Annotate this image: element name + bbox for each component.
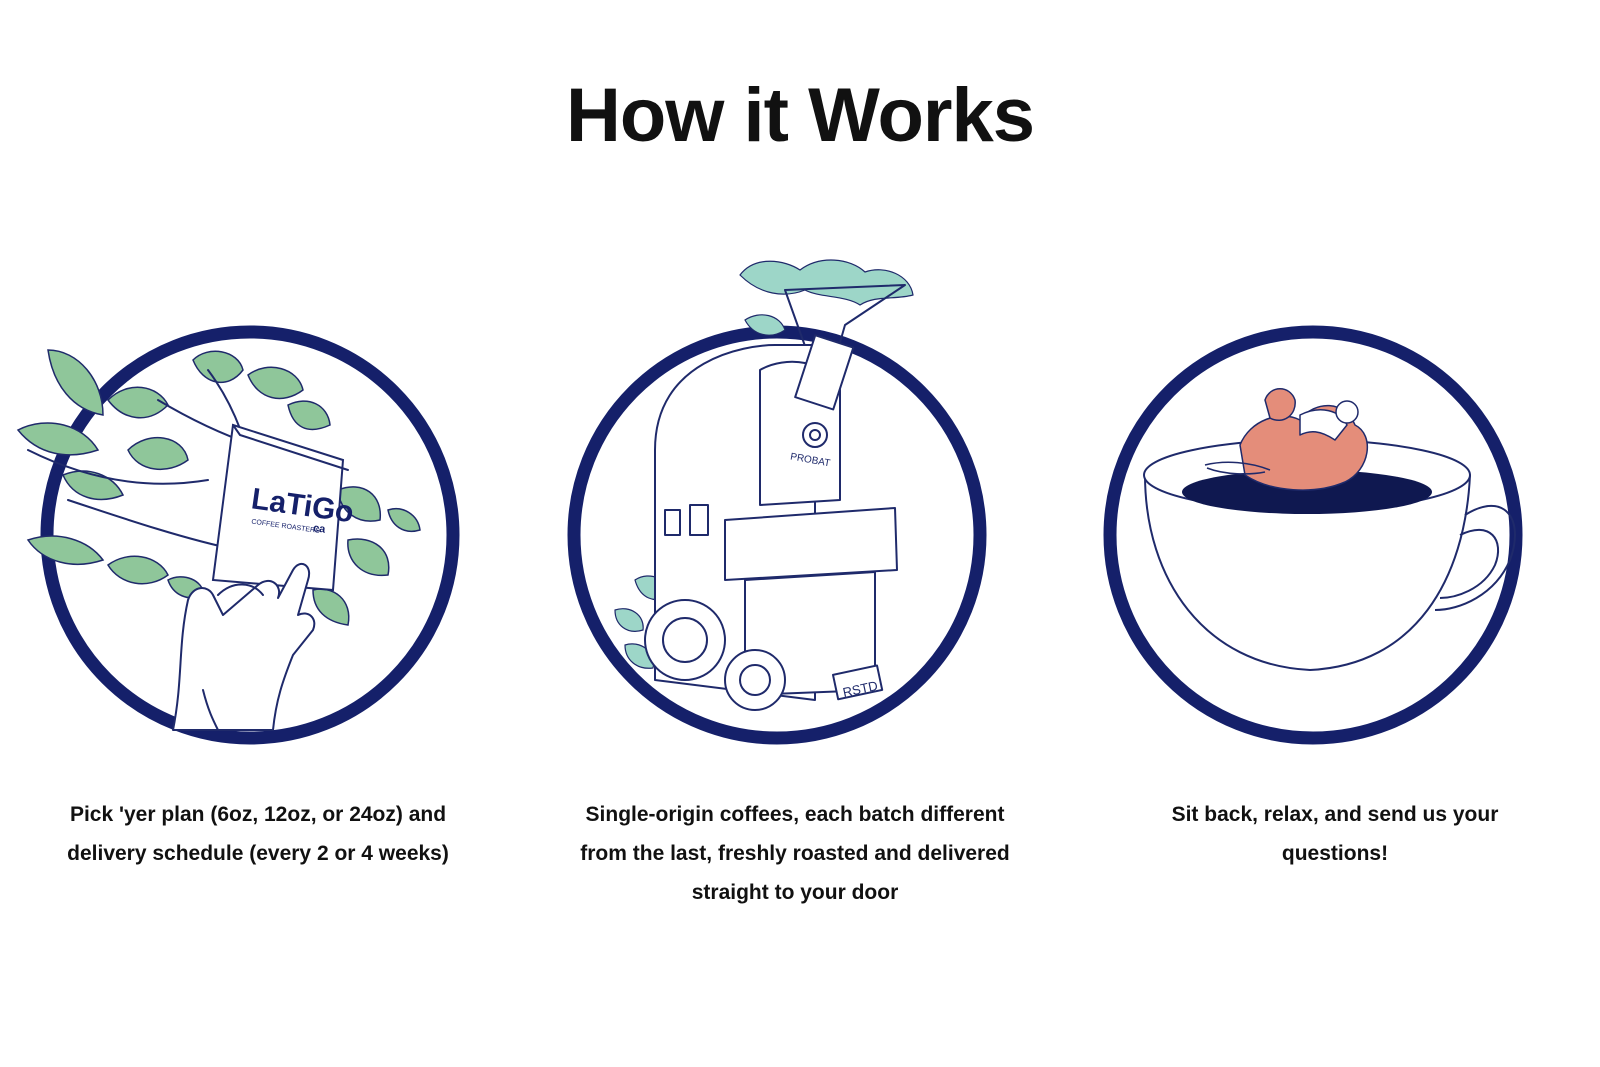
- page-title: How it Works: [566, 73, 1035, 158]
- coffee-roaster-illustration: PROBAT RSTD: [567, 259, 987, 745]
- leaf-icon: [16, 349, 421, 626]
- step-description: Sit back, relax, and send us your questi…: [1171, 803, 1499, 865]
- coffee-surface: [1182, 470, 1432, 514]
- bag-brand-suffix: ca: [312, 522, 327, 536]
- ring-icon: [1103, 325, 1523, 745]
- ring-icon: [40, 325, 460, 745]
- step-description: Pick 'yer plan (6oz, 12oz, or 24oz) and …: [67, 803, 449, 865]
- plate-text: RSTD: [841, 678, 879, 700]
- step-choose-plan: LaTiGo ca COFFEE ROASTERS Pick 'yer plan…: [8, 250, 508, 865]
- step-relax: Sit back, relax, and send us your questi…: [1085, 250, 1585, 865]
- roaster-machine-icon: [644, 334, 898, 711]
- person-float-icon: [1204, 388, 1369, 491]
- step-description: Single-origin coffees, each batch differ…: [580, 803, 1010, 904]
- coffee-bag-icon: LaTiGo ca COFFEE ROASTERS: [211, 423, 356, 592]
- coffee-cup-illustration: [1103, 325, 1523, 745]
- steam-icon: [614, 259, 914, 669]
- step-roasting: PROBAT RSTD Single-origin coffees, each …: [545, 250, 1045, 904]
- coffee-bag-illustration: LaTiGo ca COFFEE ROASTERS: [16, 325, 460, 745]
- hand-icon: [172, 562, 316, 731]
